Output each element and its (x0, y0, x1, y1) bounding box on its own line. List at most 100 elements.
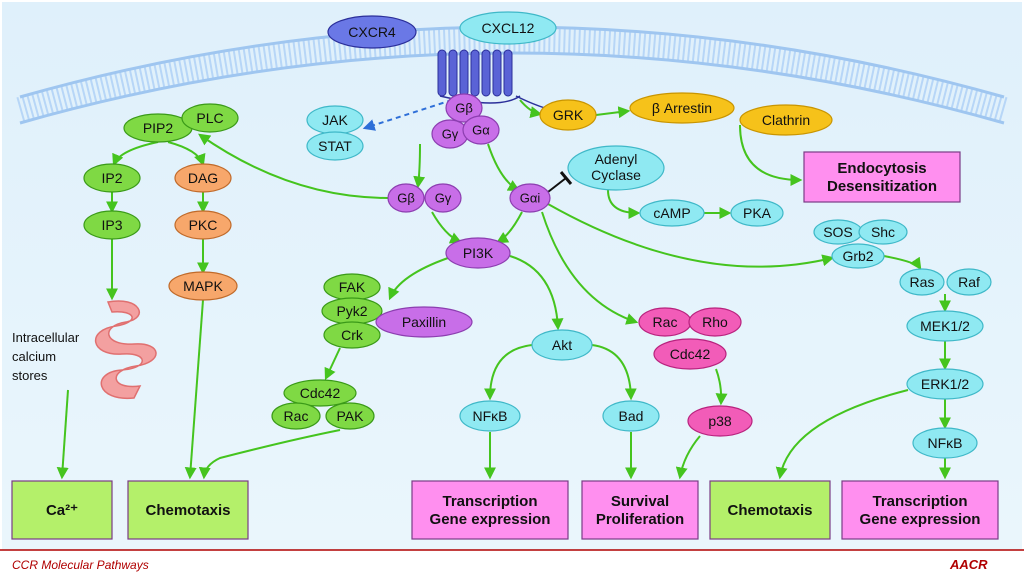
beta-arrestin-node: β Arrestin (629, 92, 735, 124)
ip3-node-shape (83, 210, 141, 240)
rac-mid-node-label: Rac (653, 314, 678, 330)
pathway-arrows (56, 99, 951, 480)
rac-mid-node: Rac (638, 307, 692, 337)
transcription-right-box-frame (841, 480, 999, 540)
g-beta-mid-node: Gβ (387, 183, 425, 213)
pyk2-node: Pyk2 (321, 297, 383, 325)
g-beta-top-node-shape (445, 93, 483, 123)
pi3k-node: PI3K (445, 237, 511, 269)
camp-node-shape (639, 199, 705, 227)
shc-node-shape (858, 219, 908, 245)
cdc42-left-node: Cdc42 (283, 379, 357, 407)
g-gamma-top-node: Gγ (431, 119, 469, 149)
plc-node: PLC (181, 103, 239, 133)
arrow-cdc42-to-p38 (715, 368, 728, 406)
nfkb-mid-node-shape (459, 400, 521, 432)
crk-node: Crk (323, 321, 381, 349)
cxcr4-node-shape (327, 15, 417, 49)
arrow-grb2-to-ras (883, 255, 922, 270)
stat-node: STAT (306, 131, 364, 161)
g-gamma-top-node-label: Gγ (442, 127, 459, 142)
fak-node-label: FAK (339, 279, 366, 295)
pi3k-node-shape (445, 237, 511, 269)
nfkb-right-node: NFκB (912, 427, 978, 459)
g-beta-mid-node-label: Gβ (397, 191, 415, 206)
grb2-node: Grb2 (831, 243, 885, 269)
dag-node-shape (174, 163, 232, 193)
sos-node: SOS (813, 219, 863, 245)
calcium-store-shape (95, 300, 157, 400)
arrow-adenyl-to-camp (607, 189, 641, 219)
raf-node-shape (946, 268, 992, 296)
paxillin-node-shape (375, 306, 473, 338)
grk-node: GRK (539, 99, 597, 131)
endocytosis-box-label-line-2: Desensitization (827, 178, 937, 195)
mapk-node: MAPK (168, 271, 238, 301)
ip3-node: IP3 (83, 210, 141, 240)
p38-node-label: p38 (708, 413, 732, 429)
receptor-helix (448, 49, 458, 97)
footer-title: CCR Molecular Pathways (12, 558, 149, 572)
ip3-node-label: IP3 (101, 217, 122, 233)
raf-node: Raf (946, 268, 992, 296)
pak-node-shape (325, 402, 375, 430)
crk-node-shape (323, 321, 381, 349)
erk-node-label: ERK1/2 (921, 376, 969, 392)
cdc42-mid-node-label: Cdc42 (670, 346, 711, 362)
rac-left-node-shape (271, 402, 321, 430)
pyk2-node-label: Pyk2 (336, 303, 367, 319)
arrow-akt-to-nfkb (484, 344, 533, 401)
mapk-node-label: MAPK (183, 278, 223, 294)
akt-node-label: Akt (552, 337, 572, 353)
arrow-akt-to-bad (591, 344, 637, 401)
arrow-plc-to-dag (167, 141, 206, 167)
beta-arrestin-node-shape (629, 92, 735, 124)
rac-left-node-label: Rac (284, 408, 309, 424)
chemotaxis-right-box-label: Chemotaxis (727, 502, 812, 519)
arrow-mapk-to-chemotaxis (184, 299, 204, 480)
mek-node-label: MEK1/2 (920, 318, 970, 334)
grb2-node-shape (831, 243, 885, 269)
bad-node-label: Bad (619, 408, 644, 424)
g-beta-mid-node-shape (387, 183, 425, 213)
pka-node: PKA (730, 199, 784, 227)
jak-node: JAK (306, 105, 364, 135)
grk-node-label: GRK (553, 107, 584, 123)
chemotaxis-left-box-frame (127, 480, 249, 540)
cdc42-mid-node-shape (653, 338, 727, 370)
cxcl12-node-label: CXCL12 (482, 20, 535, 36)
ras-node-label: Ras (910, 274, 935, 290)
pak-node-label: PAK (337, 408, 365, 424)
arrow-gprotein-to-jak (362, 99, 453, 131)
ca-box: Ca²⁺ (11, 480, 113, 540)
mek-node-shape (906, 310, 984, 342)
rho-node-shape (688, 307, 742, 337)
cxcl12-node: CXCL12 (459, 11, 557, 45)
nfkb-right-node-label: NFκB (928, 435, 963, 451)
ras-node-shape (899, 268, 945, 296)
chemotaxis-left-box-label: Chemotaxis (145, 502, 230, 519)
ca-box-label: Ca²⁺ (46, 502, 78, 519)
arrow-clathrin-to-endocytosis (739, 124, 803, 186)
g-gamma-mid-node-shape (424, 183, 462, 213)
footer-bar (0, 550, 1024, 576)
cxcl12-node-shape (459, 11, 557, 45)
aacr-logo: AACR (949, 557, 988, 572)
receptor-helix (503, 49, 513, 97)
mek-node: MEK1/2 (906, 310, 984, 342)
camp-node: cAMP (639, 199, 705, 227)
chemotaxis-right-box-frame (709, 480, 831, 540)
ip2-node-shape (83, 163, 141, 193)
nfkb-mid-node-label: NFκB (473, 408, 508, 424)
arrow-crk-to-cdc42 (324, 347, 341, 381)
adenyl-cyclase-label-line-2: Cyclase (591, 167, 641, 183)
arrow-galpha-to-grk (519, 99, 543, 118)
pka-node-label: PKA (743, 205, 772, 221)
plc-node-label: PLC (196, 110, 223, 126)
ras-node: Ras (899, 268, 945, 296)
calcium-text-line-1: Intracellular (12, 330, 80, 345)
endocytosis-box-label-line-1: Endocytosis (837, 160, 926, 177)
erk-node: ERK1/2 (906, 368, 984, 400)
